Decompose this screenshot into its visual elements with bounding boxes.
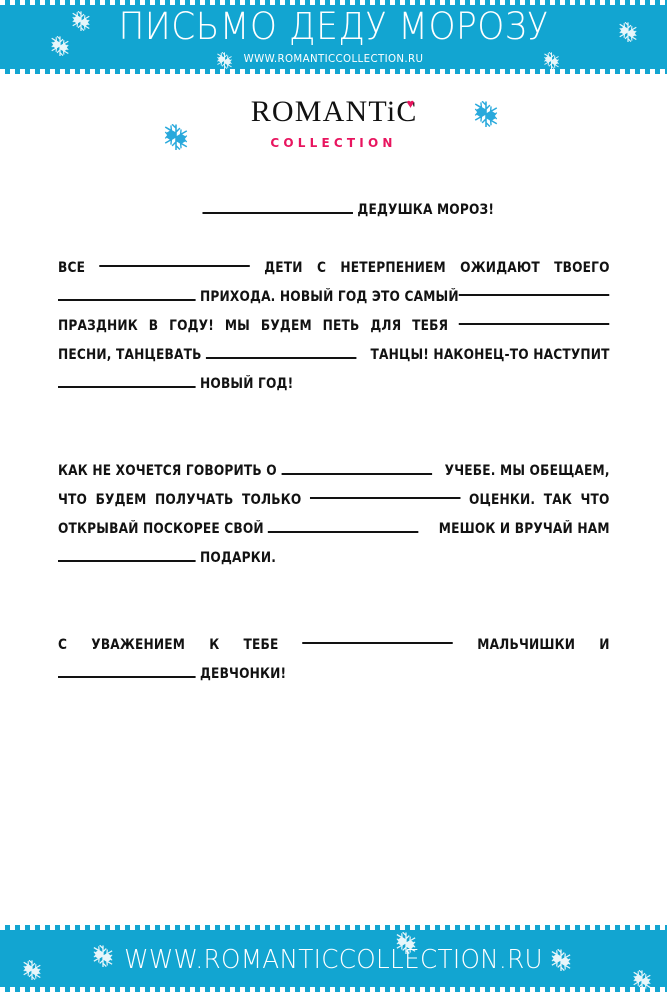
text-fragment: ПРИХОДА. НОВЫЙ ГОД ЭТО САМЫЙ [200, 289, 459, 305]
text-fragment: МЫ [224, 318, 250, 334]
paragraph3-line2: ДЕВЧОНКИ! [58, 660, 610, 689]
logo-subtext-collection: COLLECTION [270, 136, 397, 150]
text-fragment: НОВЫЙ ГОД! [200, 376, 294, 392]
footer-website-url: WWW.ROMANTICCOLLECTION.RU [124, 945, 543, 975]
spacer [58, 573, 611, 631]
fill-in-blank[interactable] [302, 631, 454, 645]
text-fragment: С [58, 637, 68, 653]
heart-icon: ♥ [406, 96, 415, 111]
snowflake-icon [92, 945, 114, 967]
text-fragment: УВАЖЕНИЕМ [91, 637, 186, 653]
paragraph1-line3: ПРАЗДНИК В ГОДУ! МЫ БУДЕМ ПЕТЬ ДЛЯ ТЕБЯ [58, 312, 610, 341]
text-fragment: МАЛЬЧИШКИ [477, 637, 576, 653]
snowflake-icon [216, 52, 233, 69]
text-fragment: ДЕВЧОНКИ! [200, 666, 287, 682]
text-fragment: С [316, 260, 327, 276]
snowflake-icon [632, 970, 652, 990]
text-fragment: ЧТО [580, 492, 610, 508]
text-fragment: ДЕТИ [264, 260, 303, 276]
text-fragment: ПОДАРКИ. [200, 550, 277, 566]
text-fragment: ГОДУ! [169, 318, 214, 334]
fill-in-blank[interactable] [99, 254, 250, 268]
snowflake-icon [395, 932, 417, 954]
paragraph1-line1: ВСЕ ДЕТИ С НЕТЕРПЕНИЕМ ОЖИДАЮТ ТВОЕГО [58, 254, 610, 283]
fill-in-blank[interactable] [309, 486, 461, 500]
text-fragment: ОТКРЫВАЙ ПОСКОРЕЕ СВОЙ [58, 521, 264, 537]
text-fragment: МЕШОК И ВРУЧАЙ НАМ [438, 521, 610, 537]
letter-salutation-line: ДЕДУШКА МОРОЗ! [58, 196, 610, 225]
text-fragment: ОЦЕНКИ. [468, 492, 536, 508]
text-fragment: В [148, 318, 159, 334]
fill-in-blank[interactable] [202, 201, 353, 214]
letter-body: ДЕДУШКА МОРОЗ! ВСЕ ДЕТИ С НЕТЕРПЕНИЕМ ОЖ… [58, 196, 611, 689]
header-top-dashed-border [0, 0, 667, 5]
fill-in-blank[interactable] [459, 312, 610, 326]
fill-in-blank[interactable] [58, 288, 196, 301]
header-banner: ПИСЬМО ДЕДУ МОРОЗУ WWW.ROMANTICCOLLECTIO… [0, 0, 667, 74]
header-website-url: WWW.ROMANTICCOLLECTION.RU [243, 52, 424, 65]
salutation-text: ДЕДУШКА МОРОЗ! [357, 202, 495, 218]
text-fragment: БУДЕМ [95, 492, 147, 508]
text-fragment: ДЛЯ [370, 318, 402, 334]
paragraph2-line3: ОТКРЫВАЙ ПОСКОРЕЕ СВОЙ МЕШОК И ВРУЧАЙ НА… [58, 515, 610, 544]
text-fragment: ТЕБЯ [412, 318, 449, 334]
paragraph2-line4: ПОДАРКИ. [58, 544, 610, 573]
fill-in-blank[interactable] [58, 665, 196, 678]
fill-in-blank[interactable] [58, 549, 196, 562]
snowflake-icon [543, 52, 560, 69]
logo-wordmark: ROMANTiC♥ [0, 96, 667, 133]
text-fragment: БУДЕМ [260, 318, 312, 334]
text-fragment: ТЕБЕ [243, 637, 279, 653]
text-fragment: ТАК [543, 492, 573, 508]
paragraph1-line5: НОВЫЙ ГОД! [58, 370, 610, 399]
fill-in-blank[interactable] [281, 462, 432, 475]
snowflake-icon [71, 11, 91, 31]
romantic-collection-logo: ROMANTiC♥ COLLECTION [0, 96, 667, 151]
text-fragment: ТОЛЬКО [241, 492, 302, 508]
snowflake-icon [550, 949, 572, 971]
paragraph3-line1: С УВАЖЕНИЕМ К ТЕБЕ МАЛЬЧИШКИ И [58, 631, 610, 660]
footer-bottom-dashed-border [0, 987, 667, 992]
text-fragment: УЧЕБЕ. МЫ ОБЕЩАЕМ, [444, 463, 610, 479]
fill-in-blank[interactable] [205, 346, 357, 359]
logo-text-romantic: ROMANTiC [250, 95, 418, 128]
fill-in-blank[interactable] [268, 520, 419, 533]
footer-banner: WWW.ROMANTICCOLLECTION.RU [0, 925, 667, 992]
footer-top-dashed-border [0, 925, 667, 930]
text-fragment: ПЕСНИ, ТАНЦЕВАТЬ [58, 347, 202, 363]
page-title: ПИСЬМО ДЕДУ МОРОЗУ [118, 5, 549, 48]
spacer [58, 225, 611, 254]
text-fragment: ПЕТЬ [322, 318, 360, 334]
text-fragment: ОЖИДАЮТ [460, 260, 540, 276]
paragraph2-line1: КАК НЕ ХОЧЕТСЯ ГОВОРИТЬ О УЧЕБЕ. МЫ ОБЕЩ… [58, 457, 610, 486]
snowflake-icon [22, 960, 42, 980]
text-fragment: ТАНЦЫ! НАКОНЕЦ-ТО НАСТУПИТ [370, 347, 610, 363]
snowflake-icon [50, 36, 70, 56]
header-bottom-dashed-border [0, 69, 667, 74]
text-fragment: ТВОЕГО [554, 260, 610, 276]
text-fragment: НЕТЕРПЕНИЕМ [340, 260, 446, 276]
text-fragment: ПОЛУЧАТЬ [155, 492, 234, 508]
paragraph1-line2: ПРИХОДА. НОВЫЙ ГОД ЭТО САМЫЙ [58, 283, 610, 312]
text-fragment: КАК НЕ ХОЧЕТСЯ ГОВОРИТЬ О [58, 463, 277, 479]
snowflake-icon [618, 22, 638, 42]
paragraph1-line4: ПЕСНИ, ТАНЦЕВАТЬ ТАНЦЫ! НАКОНЕЦ-ТО НАСТУ… [58, 341, 610, 370]
snowflake-icon [163, 124, 189, 150]
paragraph2-line2: ЧТО БУДЕМ ПОЛУЧАТЬ ТОЛЬКО ОЦЕНКИ. ТАК ЧТ… [58, 486, 610, 515]
fill-in-blank[interactable] [459, 283, 610, 297]
text-fragment: ПРАЗДНИК [58, 318, 138, 334]
text-fragment: ЧТО [58, 492, 88, 508]
spacer [58, 399, 611, 457]
snowflake-icon [473, 101, 499, 127]
text-fragment: К [209, 637, 220, 653]
fill-in-blank[interactable] [58, 375, 196, 388]
text-fragment: И [599, 637, 610, 653]
text-fragment: ВСЕ [58, 260, 86, 276]
